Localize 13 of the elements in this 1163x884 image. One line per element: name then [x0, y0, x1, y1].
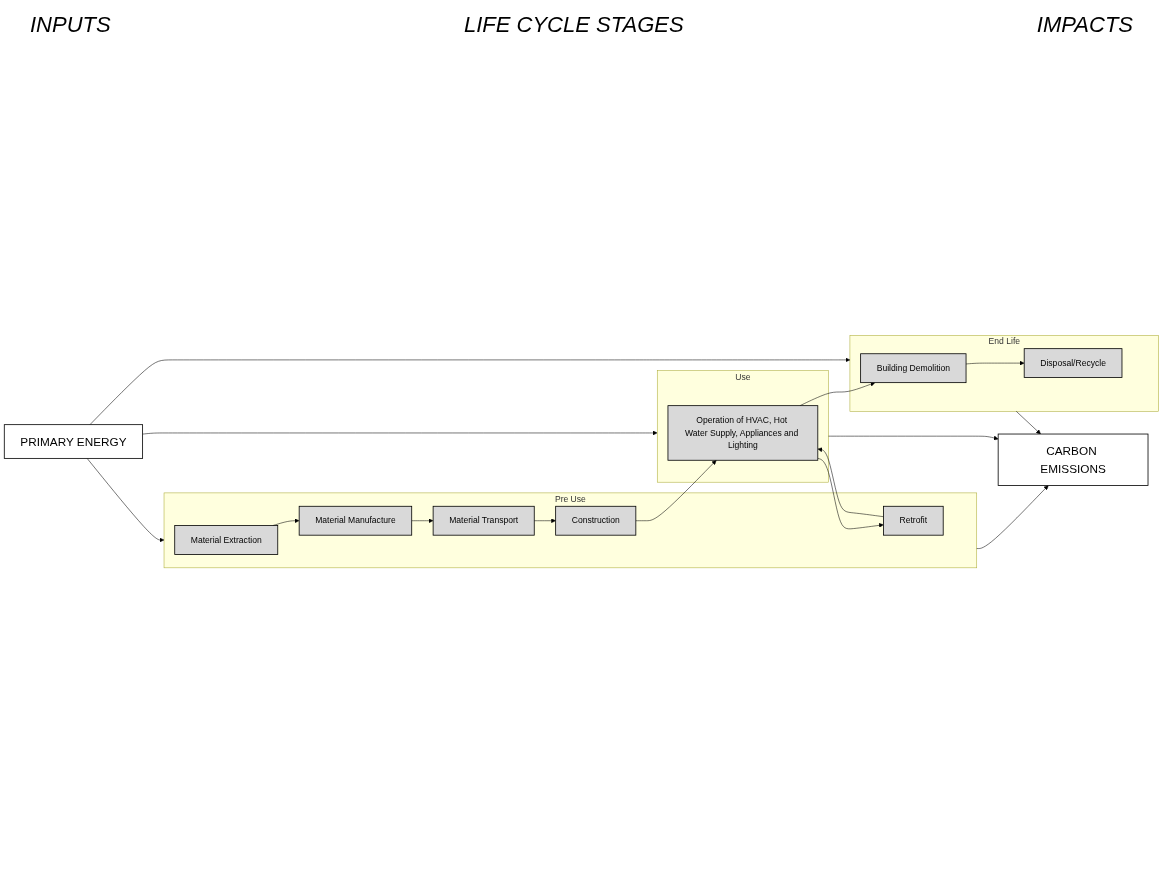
node-box: Material Transport [432, 506, 535, 536]
node-box: CARBON EMISSIONS [997, 434, 1149, 487]
node-box: Retrofit [883, 506, 944, 536]
column-heading: INPUTS [30, 12, 111, 38]
node-box: Construction [555, 506, 637, 536]
node-box: Building Demolition [860, 353, 967, 384]
column-heading: IMPACTS [1036, 12, 1133, 38]
node-box: Operation of HVAC, Hot Water Supply, Appliances and Lighting [667, 405, 819, 462]
node-box: Material Manufacture [298, 506, 413, 536]
column-heading: LIFE CYCLE STAGES [463, 12, 684, 38]
node-box: PRIMARY ENERGY [3, 424, 143, 460]
node-box: Disposal/Recycle [1023, 348, 1123, 379]
node-box: Material Extraction [174, 525, 279, 556]
